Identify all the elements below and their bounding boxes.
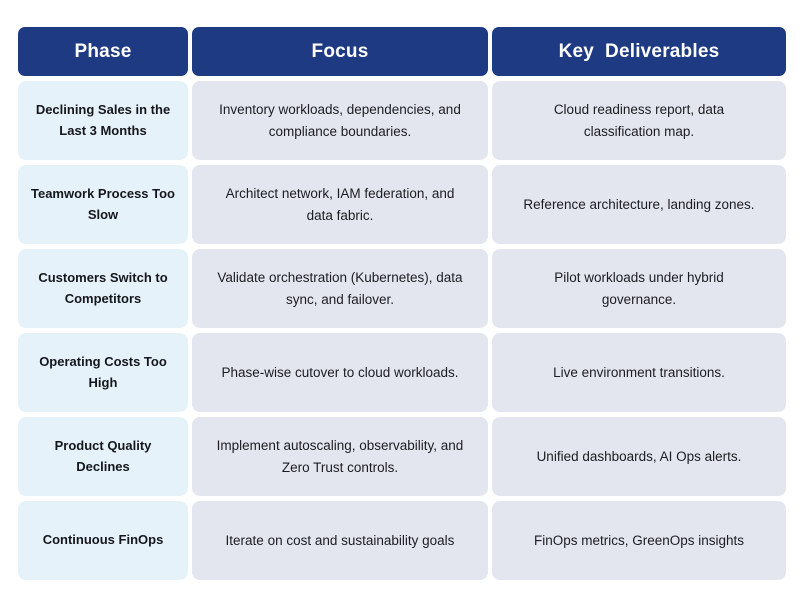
cell-focus: Implement autoscaling, observability, an… [216,437,464,475]
cell-deliverable: Reference architecture, landing zones. [523,196,755,212]
table-row: Customers Switch to Competitors [18,249,188,328]
table-row: Cloud readiness report, data classificat… [492,81,786,160]
table-row: Declining Sales in the Last 3 Months [18,81,188,160]
table-row: Implement autoscaling, observability, an… [192,417,488,496]
cell-phase: Customers Switch to Competitors [38,270,168,306]
table-row: Live environment transitions. [492,333,786,412]
cell-focus: Iterate on cost and sustainability goals [225,532,455,548]
column-header-focus: Focus [192,27,488,76]
table-row: Iterate on cost and sustainability goals [192,501,488,580]
cell-phase: Operating Costs Too High [39,354,167,390]
column-header-key-deliverables-label: Key Deliverables [558,40,720,62]
table-row: Inventory workloads, dependencies, and c… [192,81,488,160]
table-grid: Phase Focus Key Deliverables Declining S… [18,27,786,580]
cell-deliverable: Cloud readiness report, data classificat… [553,101,725,139]
cell-phase: Declining Sales in the Last 3 Months [35,102,171,138]
table-row: Validate orchestration (Kubernetes), dat… [192,249,488,328]
cell-deliverable: Unified dashboards, AI Ops alerts. [536,448,742,464]
column-header-phase: Phase [18,27,188,76]
cell-phase: Continuous FinOps [42,532,164,548]
cell-phase: Product Quality Declines [54,438,152,474]
comparison-table: Phase Focus Key Deliverables Declining S… [18,27,786,580]
table-row: Unified dashboards, AI Ops alerts. [492,417,786,496]
table-row: Pilot workloads under hybrid governance. [492,249,786,328]
cell-focus: Inventory workloads, dependencies, and c… [219,101,461,139]
column-header-phase-label: Phase [74,40,132,62]
column-header-focus-label: Focus [311,40,369,62]
cell-focus: Architect network, IAM federation, and d… [225,185,455,223]
table-row: Teamwork Process Too Slow [18,165,188,244]
table-row: Architect network, IAM federation, and d… [192,165,488,244]
column-header-key-deliverables: Key Deliverables [492,27,786,76]
table-row: Continuous FinOps [18,501,188,580]
table-row: Phase-wise cutover to cloud workloads. [192,333,488,412]
table-row: Reference architecture, landing zones. [492,165,786,244]
table-row: FinOps metrics, GreenOps insights [492,501,786,580]
table-row: Product Quality Declines [18,417,188,496]
cell-focus: Validate orchestration (Kubernetes), dat… [217,269,463,307]
table-row: Operating Costs Too High [18,333,188,412]
cell-deliverable: Live environment transitions. [553,364,725,380]
cell-focus: Phase-wise cutover to cloud workloads. [221,364,459,380]
cell-deliverable: FinOps metrics, GreenOps insights [533,532,745,548]
cell-deliverable: Pilot workloads under hybrid governance. [554,269,724,307]
cell-phase: Teamwork Process Too Slow [30,186,175,222]
